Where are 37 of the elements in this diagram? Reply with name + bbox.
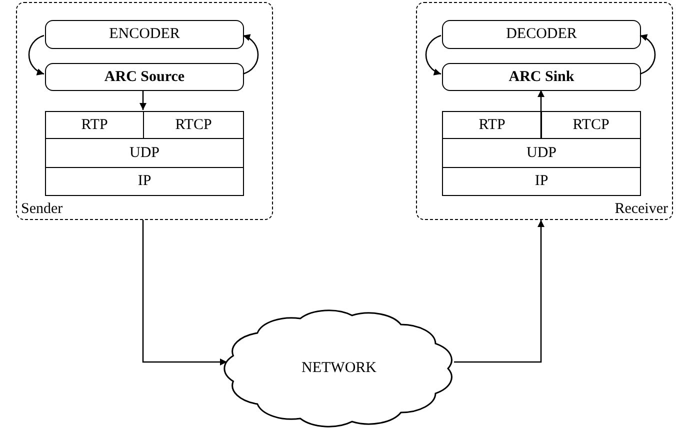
node-label: RTCP [175,116,212,135]
module-box [442,63,641,91]
protocol-layer [144,111,244,139]
node-label: IP [534,172,548,192]
module-box [442,20,641,49]
arrow [140,90,146,110]
arrow [425,34,442,75]
protocol-layer [45,168,244,196]
node-label: NETWORK [302,360,376,376]
arrow [28,34,44,75]
node-label: IP [138,172,152,192]
module-box [45,20,244,49]
module-box [45,63,244,91]
node-label: ENCODER [109,25,180,44]
protocol-layer [442,168,641,196]
arrow [640,34,656,75]
arrow [142,220,227,366]
protocol-layer [542,111,641,139]
node-label: ARC Sink [508,68,574,87]
protocol-layer [442,111,542,139]
node-label: RTP [478,116,506,135]
node-label: Sender [21,201,63,217]
arrow [538,90,544,138]
node-label: Receiver [614,201,668,217]
protocol-layer [45,139,244,168]
dashed-group [16,2,273,220]
node-label: RTP [81,116,108,135]
node-label: UDP [526,144,556,163]
node-label: RTCP [572,116,610,135]
node-label: ARC Source [104,68,185,87]
arrow [242,34,259,75]
node-label: DECODER [506,25,577,44]
dashed-group [416,2,673,220]
arrow [454,220,544,363]
node-label: UDP [129,144,160,163]
protocol-layer [45,111,144,139]
protocol-layer [442,139,641,168]
